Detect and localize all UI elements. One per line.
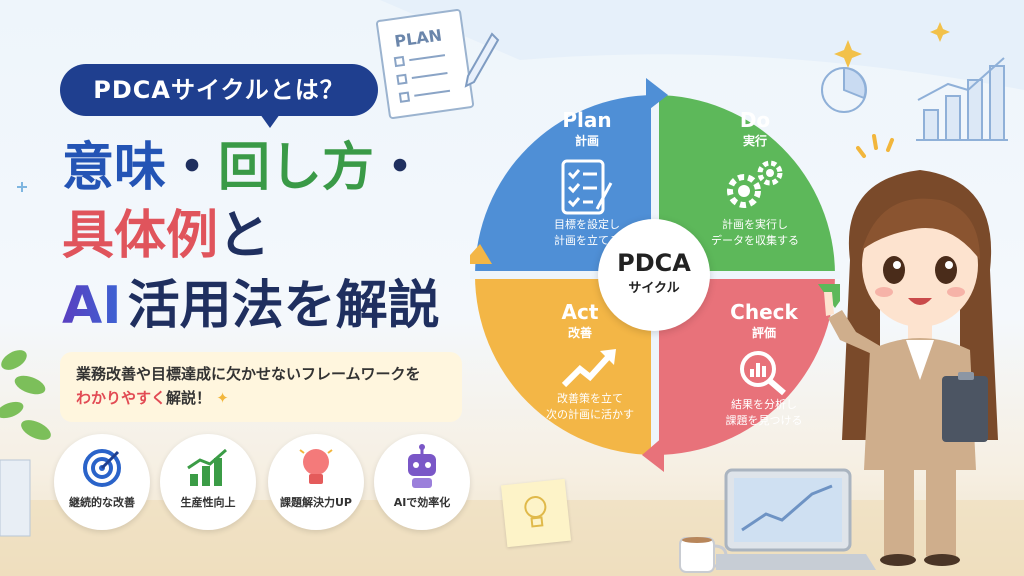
plan-notepad-label: PLAN (393, 25, 444, 51)
badge-problem-solving: 課題解決力UP (268, 434, 364, 530)
act-desc2: 次の計画に活かす (546, 408, 634, 421)
laptop-icon (716, 468, 876, 570)
headline-meaning: 意味 (62, 138, 167, 198)
plan-desc2: 計画を立てる (554, 234, 620, 247)
plan-title: Plan (562, 108, 612, 132)
checklist-lines (393, 54, 451, 103)
sparkle-icon (834, 22, 950, 68)
headline-howto: 回し方 (218, 138, 375, 198)
headline-utilization: 活用法を解説 (127, 276, 440, 336)
check-sub: 評価 (751, 326, 776, 340)
plan-sub: 計画 (574, 134, 599, 148)
do-title: Do (739, 108, 771, 132)
badge-ai-efficiency: AIで効率化 (374, 434, 470, 530)
do-desc2: データを収集する (711, 234, 799, 247)
checklist-icon (561, 159, 613, 215)
headline-dot: ・ (166, 138, 219, 198)
act-title: Act (561, 300, 599, 324)
chart-decor (821, 57, 1008, 141)
center-sub: サイクル (628, 281, 680, 296)
badge-continuous-improvement: 継続的な改善 (54, 434, 150, 530)
badge-label: 課題解決力UP (280, 496, 352, 509)
headline-ai: AI (62, 276, 122, 336)
segment-plan (475, 95, 655, 275)
description-rest: 解説！ (166, 389, 212, 407)
sparkle-icon (17, 182, 27, 192)
businesswoman-illustration (824, 170, 998, 566)
plan-content: Plan 計画 目標を設定し 計画を立てる (532, 108, 642, 249)
headline-line1: 意味・回し方・ (62, 138, 426, 198)
segment-act (475, 275, 655, 455)
act-desc1: 改善策を立て (557, 392, 623, 405)
target-icon (83, 449, 121, 487)
description-emphasis: わかりやすく (76, 389, 167, 407)
arrow-icon (646, 78, 668, 112)
sticky-note (500, 478, 572, 548)
headline-line2: 具体例と (62, 206, 270, 266)
pdca-wheel (470, 78, 840, 472)
badge-label: 生産性向上 (180, 496, 236, 509)
headline-and: と (218, 206, 271, 266)
plan-desc1: 目標を設定し (554, 218, 620, 231)
check-desc2: 課題を見つける (725, 414, 803, 427)
pen-icon (464, 32, 500, 88)
lightbulb-icon (299, 449, 333, 484)
plan-notepad: PLAN (375, 8, 475, 120)
trend-arrow-icon (561, 349, 616, 388)
arrow-icon (470, 244, 492, 264)
act-content: Act 改善 改善策を立て 次の計画に活かす (530, 300, 650, 423)
headline-dot: ・ (374, 138, 427, 198)
do-content: Do 実行 計画を実行し データを収集する (690, 108, 820, 249)
act-sub: 改善 (567, 326, 592, 340)
segment-check (655, 275, 835, 455)
robot-icon (408, 444, 436, 488)
segment-do (655, 95, 835, 275)
check-content: Check 評価 結果を分析し 課題を見つける (704, 300, 824, 429)
do-sub: 実行 (742, 134, 767, 148)
sparkle-icon: ✦ (216, 389, 229, 407)
headline-examples: 具体例 (62, 206, 219, 266)
lightbulb-icon (524, 496, 547, 528)
check-title: Check (730, 300, 798, 324)
badge-label: AIで効率化 (393, 496, 451, 509)
plant-decor (0, 350, 51, 537)
badge-label: 継続的な改善 (69, 496, 135, 509)
gears-icon (727, 160, 783, 208)
badge-productivity: 生産性向上 (160, 434, 256, 530)
arrow-icon (642, 436, 664, 472)
do-desc1: 計画を実行し (722, 218, 788, 231)
check-desc1: 結果を分析し (731, 398, 797, 411)
center-title: PDCA (617, 249, 691, 277)
magnifier-chart-icon (740, 351, 786, 396)
description-line1: 業務改善や目標達成に欠かせないフレームワークを (76, 365, 421, 383)
growth-chart-icon (187, 448, 227, 486)
description-box: 業務改善や目標達成に欠かせないフレームワークを わかりやすく解説！ ✦ (60, 352, 462, 422)
pdca-center: PDCA サイクル (598, 219, 710, 331)
title-pill: PDCAサイクルとは？ (60, 64, 378, 128)
excitement-icon (856, 134, 894, 158)
